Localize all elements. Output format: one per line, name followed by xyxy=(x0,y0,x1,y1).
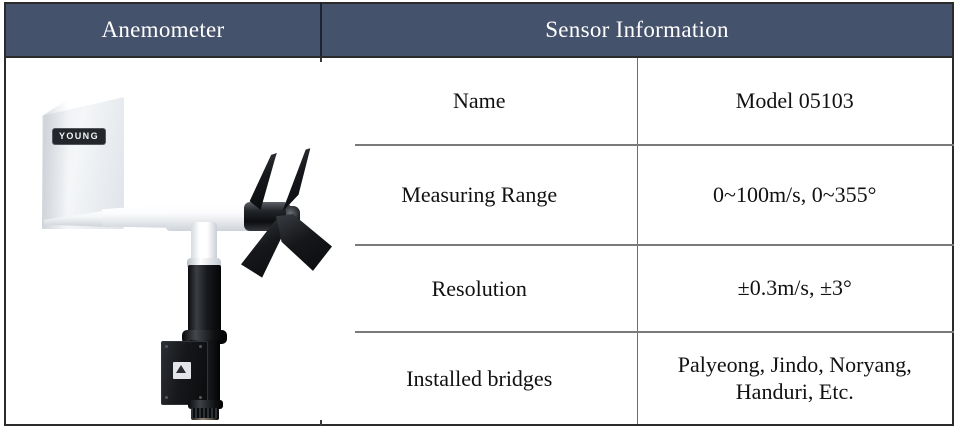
row-label-measuring-range: Measuring Range xyxy=(321,145,638,246)
junction-box-screw xyxy=(199,396,202,399)
junction-box-logo-icon xyxy=(176,365,186,373)
table-row: Resolution ±0.3m/s, ±3° xyxy=(5,245,953,333)
row-value-resolution: ±0.3m/s, ±3° xyxy=(637,245,953,333)
junction-box-screw xyxy=(199,345,202,348)
connector-knurl xyxy=(191,408,219,420)
row-label-resolution: Resolution xyxy=(321,245,638,333)
table-body: YOUNG xyxy=(5,57,953,425)
junction-box xyxy=(161,341,208,405)
table-row: YOUNG xyxy=(5,57,953,425)
row-value-name: Model 05103 xyxy=(637,57,953,146)
tail-vane-icon xyxy=(42,97,124,229)
connector-ring xyxy=(188,400,223,409)
row-value-measuring-range: 0~100m/s, 0~355° xyxy=(637,145,953,246)
mounting-pole xyxy=(193,418,217,420)
sensor-specification-table: Anemometer Sensor Information YOUNG xyxy=(4,2,954,426)
row-label-installed-bridges: Installed bridges xyxy=(321,332,638,425)
table-row: Measuring Range 0~100m/s, 0~355° xyxy=(5,145,953,246)
tail-vane-shadow xyxy=(42,99,68,229)
young-brand-badge: YOUNG xyxy=(52,128,106,145)
neck-collar xyxy=(187,258,221,269)
row-value-installed-bridges: Palyeong, Jindo, Noryang, Handuri, Etc. xyxy=(677,351,912,404)
row-label-name: Name xyxy=(321,57,638,146)
table-header: Anemometer Sensor Information xyxy=(5,3,953,58)
propeller-blade-lower-right xyxy=(276,214,332,271)
header-row: Anemometer Sensor Information xyxy=(5,3,953,58)
table-row: Installed bridges Palyeong, Jindo, Norya… xyxy=(5,332,953,425)
header-anemometer: Anemometer xyxy=(5,3,322,58)
junction-box-screw xyxy=(165,396,168,399)
header-sensor-information: Sensor Information xyxy=(321,3,953,58)
anemometer-image-cell: YOUNG xyxy=(5,57,355,425)
anemometer-illustration: YOUNG xyxy=(6,62,355,420)
junction-box-screw xyxy=(165,345,168,348)
mast-upper-section xyxy=(188,265,221,338)
